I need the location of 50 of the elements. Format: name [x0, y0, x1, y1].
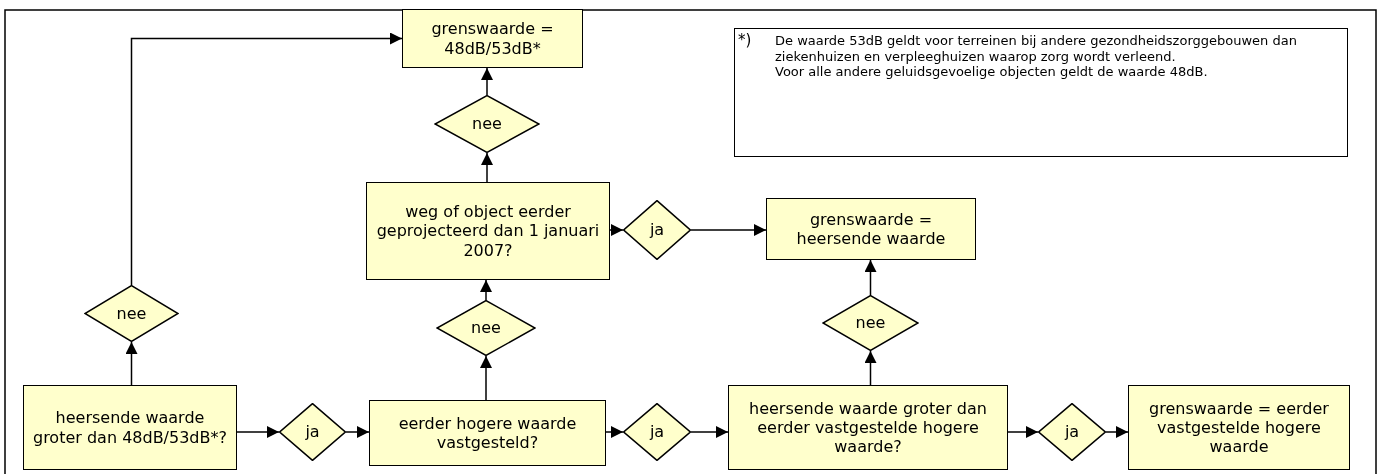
process-box — [369, 400, 606, 466]
arrow — [130, 32, 403, 286]
box-label: heersende waarde groter dan eerder vastgestelde hogere waarde? — [748, 398, 988, 457]
decision-label: nee — [472, 114, 502, 134]
process-box — [728, 385, 1008, 470]
process-box — [366, 182, 610, 280]
process-box — [23, 385, 237, 470]
arrow — [481, 67, 493, 96]
arrow — [690, 426, 729, 438]
arrow — [236, 426, 280, 438]
footnote-mark: *) — [738, 31, 752, 49]
decision-label: ja — [649, 422, 665, 442]
arrow — [864, 259, 877, 296]
arrow — [1007, 426, 1039, 438]
footnote-box — [734, 28, 1348, 157]
decision-diamond — [1038, 403, 1106, 461]
decision-diamond — [822, 295, 919, 351]
process-box — [766, 198, 976, 260]
arrow — [609, 224, 624, 236]
decision-diamond — [434, 95, 540, 153]
box-label: heersende waarde groter dan 48dB/53dB*? — [32, 408, 228, 447]
decision-label: nee — [855, 313, 886, 333]
footnote-text: Voor alle andere geluidsgevoelige objecten geldt de waarde 48dB. — [775, 64, 1209, 80]
decision-label: nee — [471, 318, 501, 338]
arrow — [481, 152, 493, 183]
decision-diamond — [436, 300, 536, 356]
arrow — [864, 350, 877, 386]
arrow — [480, 355, 492, 401]
box-label: grenswaarde = heersende waarde — [795, 209, 947, 249]
decision-label: ja — [305, 422, 320, 442]
footnote-text: De waarde 53dB geldt voor terreinen bij andere gezondheidszorggebouwen dan ziekenhuizen en verpleeghuizen waarop zorg wordt verleend. — [775, 33, 1298, 65]
decision-diamond — [623, 403, 691, 461]
arrow — [1105, 426, 1129, 438]
arrow — [125, 341, 138, 386]
box-label: grenswaarde = 48dB/53dB* — [430, 19, 555, 58]
decision-label: ja — [1064, 422, 1080, 442]
box-label: eerder hogere waarde vastgesteld? — [397, 413, 578, 453]
arrow — [345, 426, 370, 438]
process-box — [402, 9, 583, 68]
process-box — [1128, 385, 1350, 470]
arrow — [605, 426, 624, 438]
arrow — [480, 279, 492, 301]
arrow — [690, 224, 767, 236]
box-label: grenswaarde = eerder vastgestelde hogere waarde — [1148, 398, 1330, 457]
decision-label: nee — [116, 303, 147, 324]
decision-diamond — [623, 200, 691, 260]
box-label: weg of object eerder geprojecteerd dan 1 januari 2007? — [375, 202, 601, 260]
decision-diamond — [84, 285, 179, 342]
decision-diamond — [279, 403, 346, 461]
decision-label: ja — [649, 220, 665, 240]
